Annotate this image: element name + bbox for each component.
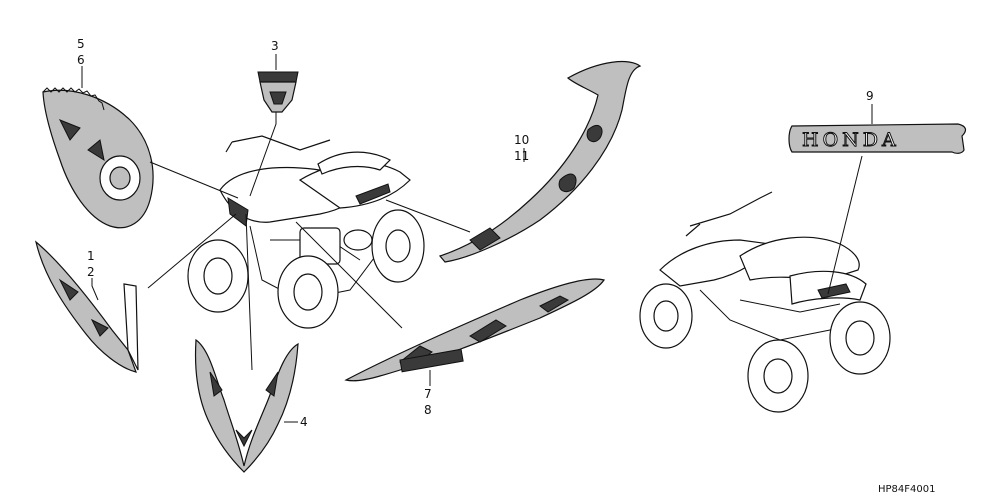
diagram-code: HP84F4001 xyxy=(878,484,935,495)
decal-4 xyxy=(194,338,299,473)
atv-rear-view xyxy=(639,191,891,413)
callout-11: 11 xyxy=(514,149,529,163)
callout-8: 8 xyxy=(424,403,432,417)
emblem-9: HONDA xyxy=(788,123,967,154)
decal-5-6 xyxy=(42,87,154,229)
callout-4: 4 xyxy=(300,415,308,429)
callout-7: 7 xyxy=(424,387,432,401)
decal-3 xyxy=(257,71,299,113)
decal-1-2 xyxy=(35,240,139,373)
decal-7-8 xyxy=(344,278,605,382)
callout-1: 1 xyxy=(87,249,95,263)
leader-lines xyxy=(81,54,873,423)
callout-5: 5 xyxy=(77,37,85,51)
decal-10-11 xyxy=(438,60,642,263)
callout-3: 3 xyxy=(271,39,279,53)
callout-2: 2 xyxy=(87,265,95,279)
callout-9: 9 xyxy=(866,89,874,103)
callout-6: 6 xyxy=(77,53,85,67)
atv-front-view xyxy=(187,135,425,329)
callout-10: 10 xyxy=(514,133,529,147)
honda-logo-text: HONDA xyxy=(802,129,900,151)
